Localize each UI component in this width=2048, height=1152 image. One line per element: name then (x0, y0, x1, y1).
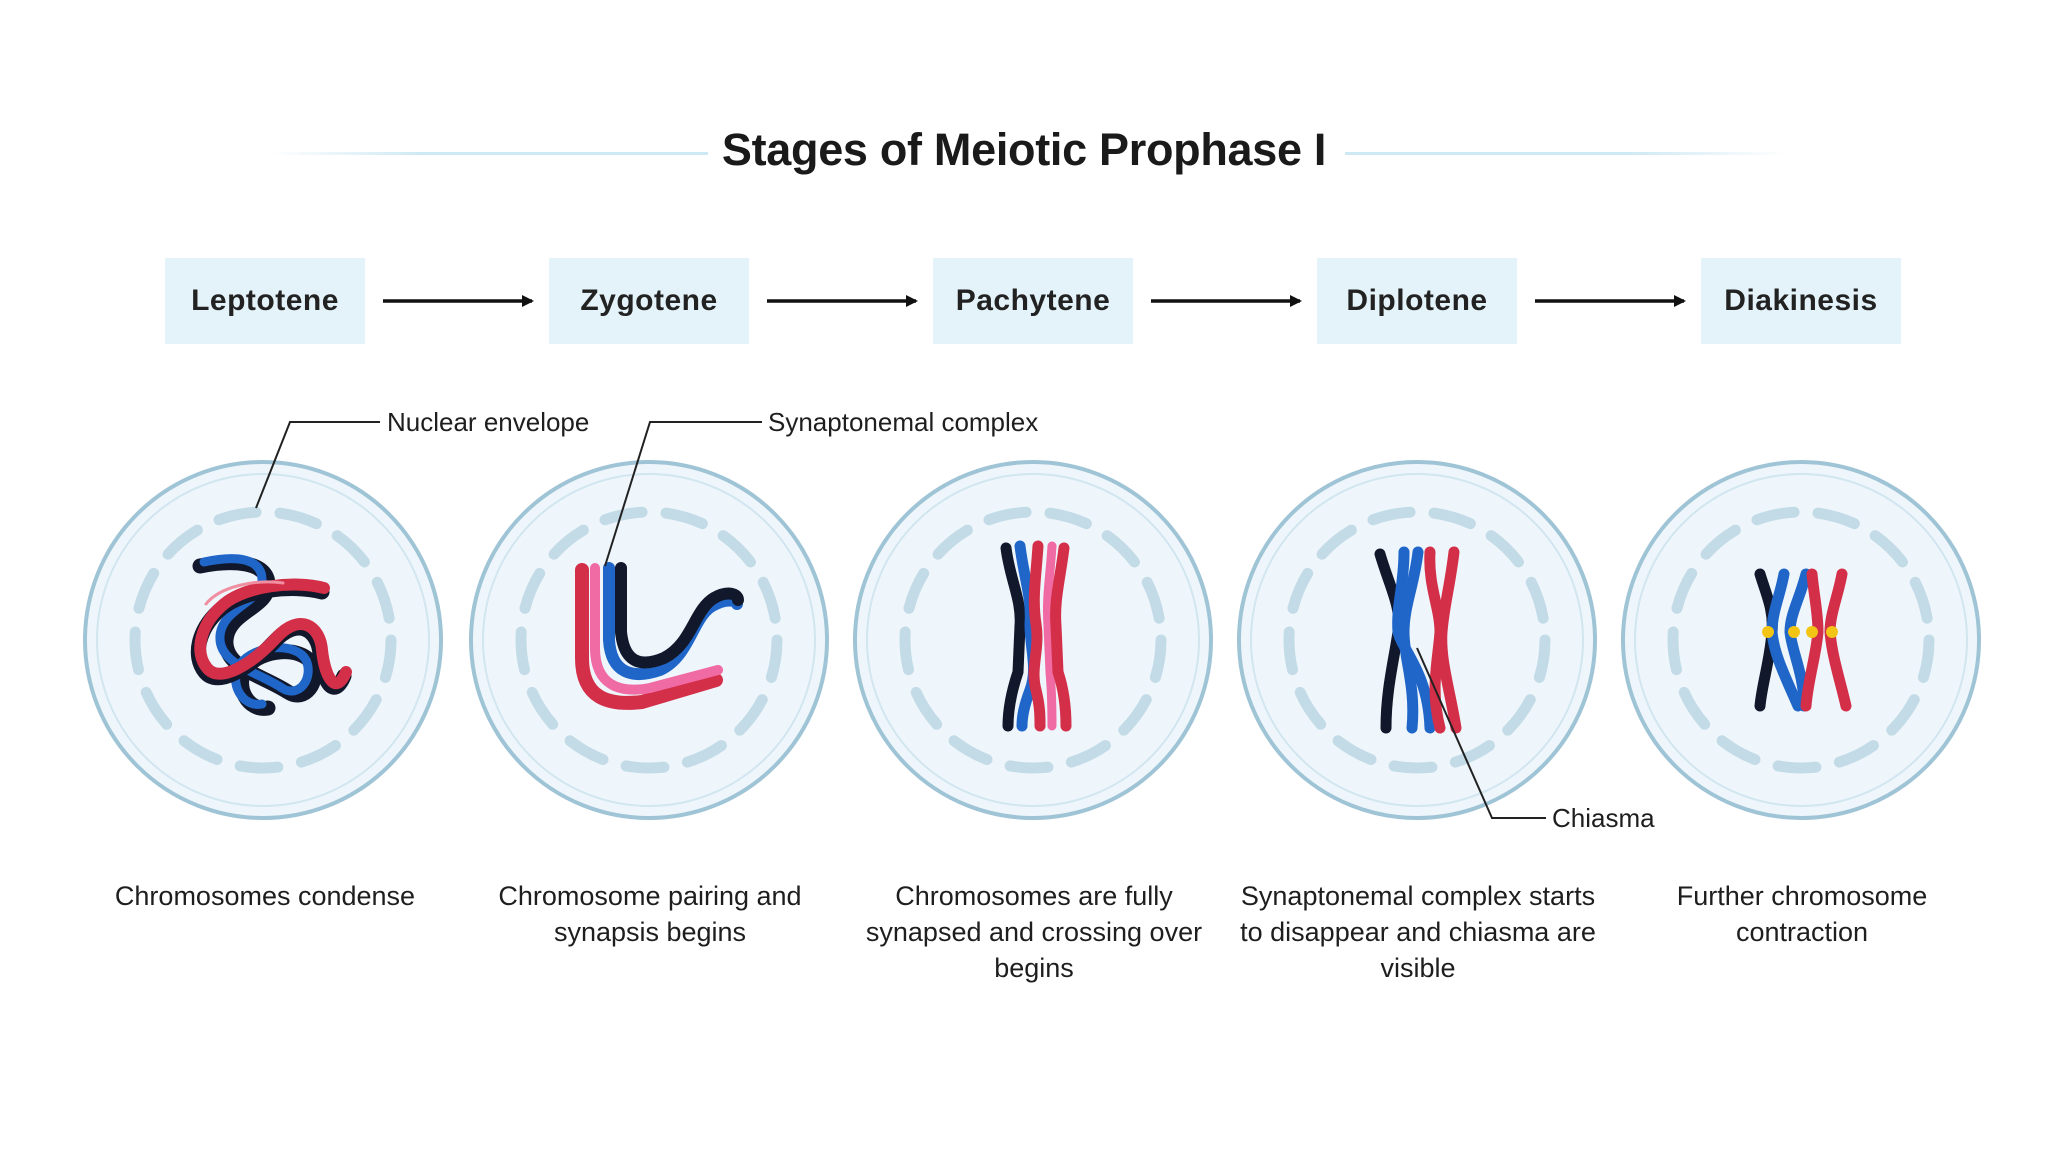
nucleus-diplotene (1239, 462, 1595, 818)
stage-box-zygotene: Zygotene (549, 258, 749, 344)
diplotene-chromosomes (1374, 546, 1462, 734)
leader-line-synaptonemal-complex (604, 421, 762, 567)
nucleus-zygotene (471, 462, 827, 818)
description-diakinesis: Further chromosome contraction (1676, 881, 1928, 947)
description-leptotene: Chromosomes condense (114, 881, 416, 911)
description-pachytene: Chromosomes are fully synapsed and cross… (865, 881, 1203, 983)
callout-synaptonemal-complex: Synaptonemal complex (768, 407, 1039, 437)
centromere-dot (1826, 626, 1838, 638)
stage-box-leptotene: Leptotene (165, 258, 365, 344)
nucleus-diakinesis (1623, 462, 1979, 818)
leader-line-nuclear-envelope (255, 421, 380, 509)
title-area: Stages of Meiotic Prophase I (0, 118, 2048, 188)
leader-line-chiasma (1416, 647, 1546, 819)
stage-box-pachytene: Pachytene (933, 258, 1133, 344)
centromere-dot (1806, 626, 1818, 638)
title-divider-left (268, 152, 708, 155)
title-divider-right (1345, 152, 1785, 155)
zygotene-chromosomes (575, 562, 744, 710)
stage-box-diplotene: Diplotene (1317, 258, 1517, 344)
leptotene-chromosomes (190, 554, 352, 716)
page-title: Stages of Meiotic Prophase I (721, 124, 1327, 175)
callout-chiasma: Chiasma (1552, 803, 1655, 833)
centromere-dot (1788, 626, 1800, 638)
stage-box-diakinesis: Diakinesis (1701, 258, 1901, 344)
description-diplotene: Synaptonemal complex starts to disappear… (1240, 881, 1596, 983)
description-zygotene: Chromosome pairing and synapsis begins (498, 881, 802, 947)
pachytene-chromosomes (1000, 540, 1072, 732)
nucleus-leptotene (85, 462, 441, 818)
centromere-dot (1762, 626, 1774, 638)
callout-nuclear-envelope: Nuclear envelope (387, 407, 590, 437)
